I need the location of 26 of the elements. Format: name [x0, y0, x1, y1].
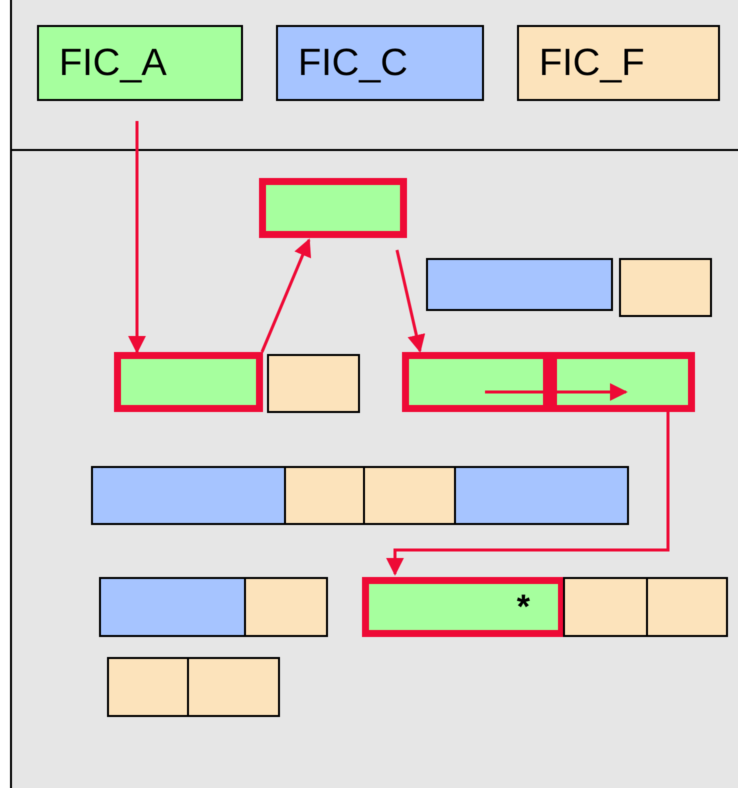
arrow [386, 412, 670, 576]
memory-block: * [362, 577, 565, 637]
memory-block [259, 178, 407, 238]
memory-block [402, 352, 550, 412]
color-key-box: FIC_C [276, 25, 484, 101]
memory-block [563, 577, 648, 637]
memory-block [646, 577, 728, 637]
memory-block [267, 354, 360, 413]
memory-block [550, 352, 695, 412]
memory-block [99, 577, 246, 637]
memory-block [114, 352, 263, 412]
arrow [396, 250, 426, 353]
memory-block [91, 466, 286, 525]
memory-block [426, 258, 613, 311]
color-key-box: FIC_F [517, 25, 720, 101]
arrow [128, 121, 146, 354]
memory-block [619, 258, 712, 317]
arrow [260, 238, 312, 353]
arrow [485, 383, 628, 401]
memory-block [244, 577, 328, 637]
memory-block [454, 466, 629, 525]
memory-block [363, 466, 456, 525]
memory-block [284, 466, 365, 525]
color-key-box: FIC_A [37, 25, 243, 101]
memory-block [107, 657, 189, 717]
memory-block [187, 657, 280, 717]
